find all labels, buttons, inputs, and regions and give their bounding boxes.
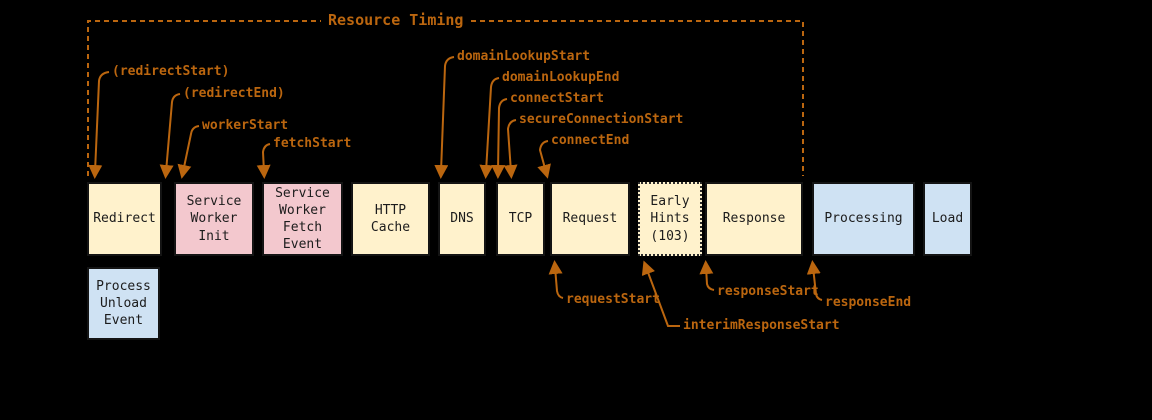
box-tcp: TCP — [496, 182, 545, 256]
label-interim-response-start: interimResponseStart — [683, 318, 840, 333]
worker-start-arrow — [177, 125, 200, 179]
label-secure-connection-start: secureConnectionStart — [519, 112, 684, 127]
label-redirect-end: (redirectEnd) — [183, 86, 285, 101]
box-service-worker-fetch-event: Service Worker Fetch Event — [262, 182, 343, 256]
connect-end-arrow — [537, 140, 551, 179]
box-request: Request — [550, 182, 630, 256]
redirect-start-arrow — [88, 71, 110, 179]
resource-timing-title: Resource Timing — [328, 11, 464, 29]
box-dns: DNS — [438, 182, 486, 256]
connect-start-arrow — [491, 98, 508, 179]
label-domain-lookup-end: domainLookupEnd — [502, 70, 620, 85]
label-redirect-start: (redirectStart) — [112, 64, 230, 79]
label-domain-lookup-start: domainLookupStart — [457, 49, 591, 64]
domain-lookup-start-arrow — [434, 56, 455, 179]
label-connect-end: connectEnd — [551, 133, 630, 148]
redirect-end-arrow — [159, 93, 181, 179]
fetch-start-arrow — [256, 143, 271, 179]
domain-lookup-end-arrow — [479, 77, 500, 179]
label-connect-start: connectStart — [510, 91, 604, 106]
label-fetch-start: fetchStart — [273, 136, 352, 151]
box-load: Load — [923, 182, 972, 256]
box-early-hints: Early Hints (103) — [638, 182, 702, 256]
box-service-worker-init: Service Worker Init — [174, 182, 254, 256]
box-process-unload-event: Process Unload Event — [87, 267, 160, 340]
label-worker-start: workerStart — [202, 118, 289, 133]
request-start-arrow — [548, 260, 564, 299]
label-response-end: responseEnd — [825, 295, 912, 310]
response-start-arrow — [699, 260, 715, 291]
box-processing: Processing — [812, 182, 915, 256]
box-http-cache: HTTP Cache — [351, 182, 430, 256]
box-response: Response — [705, 182, 803, 256]
label-response-start: responseStart — [717, 284, 819, 299]
label-request-start: requestStart — [566, 292, 660, 307]
box-redirect: Redirect — [87, 182, 162, 256]
secure-connection-start-arrow — [503, 119, 518, 179]
